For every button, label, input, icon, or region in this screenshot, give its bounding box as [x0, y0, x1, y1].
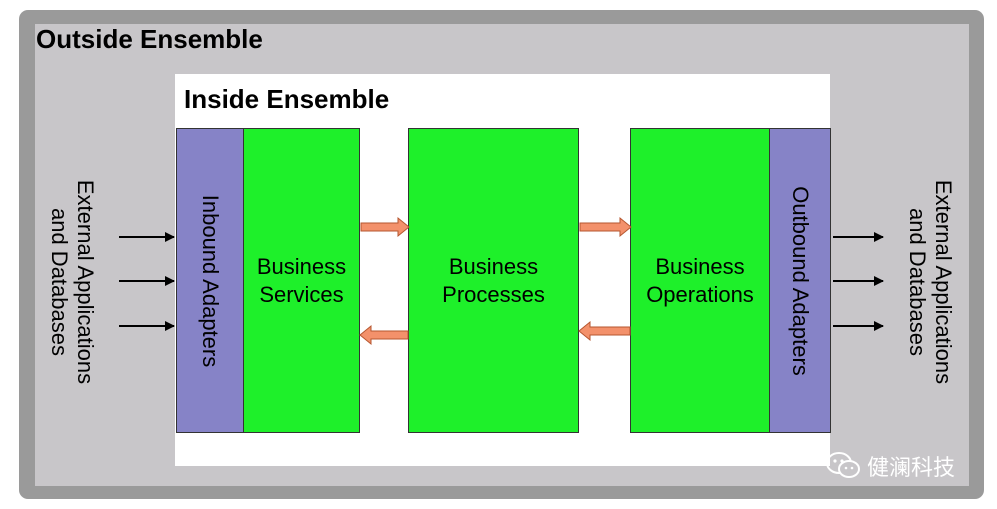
business-services-label: Business Services	[244, 253, 359, 309]
processes-to-services-arrow	[359, 324, 409, 346]
watermark: 健澜科技	[825, 450, 955, 482]
processes-to-operations-arrow	[579, 216, 632, 238]
business-services-box: Business Services	[243, 128, 360, 433]
business-services-line1: Business	[256, 253, 347, 279]
business-operations-box: Business Operations	[630, 128, 770, 433]
inside-ensemble-title: Inside Ensemble	[184, 84, 390, 114]
inbound-adapters-box: Inbound Adapters	[176, 128, 244, 433]
business-processes-box: Business Processes	[408, 128, 579, 433]
business-processes-line2: Processes	[442, 281, 545, 307]
wechat-icon	[826, 452, 860, 478]
business-services-line2: Services	[259, 281, 344, 307]
business-processes-label: Business Processes	[409, 253, 578, 309]
business-operations-label: Business Operations	[631, 253, 769, 309]
services-to-processes-arrow	[360, 216, 410, 238]
outside-ensemble-title: Outside Ensemble	[36, 24, 263, 54]
outbound-adapters-box: Outbound Adapters	[769, 128, 831, 433]
business-processes-line1: Business	[448, 253, 539, 279]
operations-to-processes-arrow	[578, 320, 631, 342]
business-operations-line2: Operations	[646, 281, 754, 307]
business-operations-line1: Business	[655, 253, 745, 279]
watermark-text: 健澜科技	[867, 455, 956, 480]
